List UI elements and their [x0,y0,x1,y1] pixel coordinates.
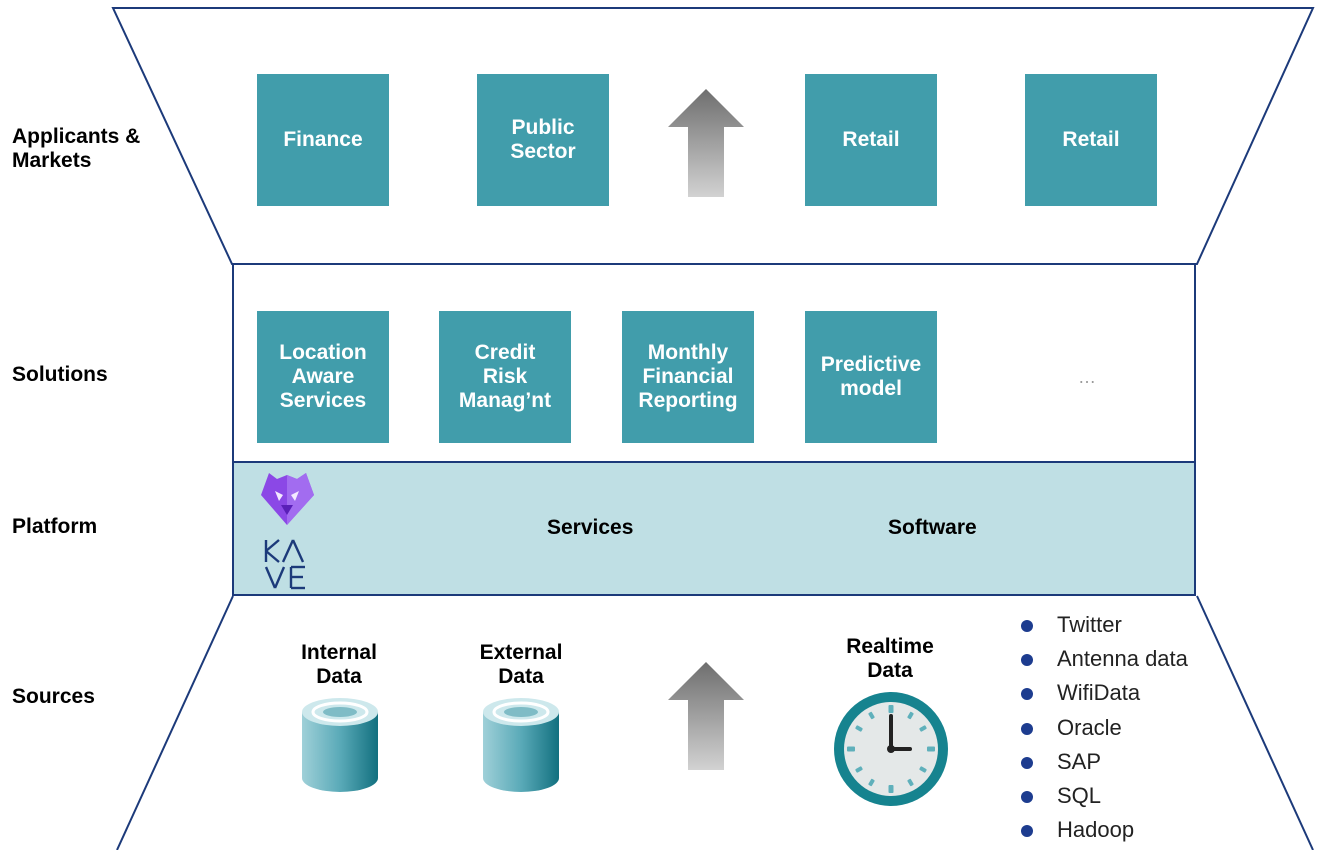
source-label-internal-data: Internal Data [301,641,377,688]
market-tile-retail: Retail [1025,74,1157,206]
bullet-icon [1021,722,1033,735]
solution-tile-monthly-financial-reporting: Monthly Financial Reporting [622,311,754,443]
market-tile-retail: Retail [805,74,937,206]
platform-band [232,461,1196,596]
list-item: Twitter [1018,610,1188,644]
list-item: SAP [1018,747,1188,781]
database-icon [483,698,559,792]
source-label-external-data: External Data [479,641,563,688]
sources-right-edge [1196,595,1314,850]
kave-wordmark [264,539,305,590]
list-item: SQL [1018,781,1188,815]
database-icon [302,698,378,792]
row-label-applicants: Applicants & Markets [12,125,141,172]
market-tile-public-sector: Public Sector [477,74,609,206]
row-label-sources: Sources [12,685,95,708]
sources-left-edge [116,595,234,850]
list-item: WifiData [1018,678,1188,712]
solution-tile-location-aware-services: Location Aware Services [257,311,389,443]
clock-icon [834,692,948,806]
list-item: Hadoop [1018,815,1188,849]
more-solutions-ellipsis: … [1078,367,1096,387]
source-list: Twitter Antenna data WifiData Oracle SAP… [1018,610,1188,849]
row-label-platform: Platform [12,515,98,538]
platform-services-label: Services [547,516,634,539]
source-label-realtime-data: Realtime Data [846,635,934,682]
bullet-icon [1021,790,1033,803]
platform-software-label: Software [888,516,977,539]
list-item: Antenna data [1018,644,1188,678]
bullet-icon [1021,620,1033,632]
list-item: Oracle [1018,713,1188,747]
bullet-icon [1021,825,1033,838]
row-label-solutions: Solutions [12,363,108,386]
market-tile-finance: Finance [257,74,389,206]
bullet-icon [1021,688,1033,701]
up-arrow-icon [668,662,744,770]
bullet-icon [1021,654,1033,667]
kave-logo-icon [261,473,314,525]
solution-tile-credit-risk: Credit Risk Manag’nt [439,311,571,443]
up-arrow-icon [668,89,744,197]
solution-tile-predictive-model: Predictive model [805,311,937,443]
bullet-icon [1021,756,1033,769]
